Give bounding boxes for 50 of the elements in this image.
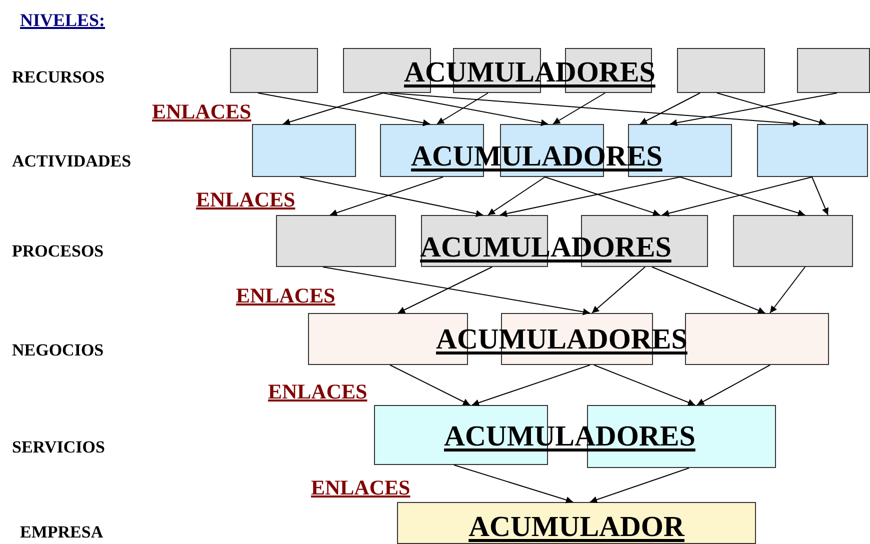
- arrow: [652, 266, 766, 314]
- arrow: [398, 266, 492, 314]
- empty-box: [677, 48, 765, 93]
- arrow: [500, 176, 680, 217]
- empty-box: [685, 313, 829, 365]
- arrow: [382, 92, 548, 126]
- arrow: [696, 364, 770, 406]
- level-label: RECURSOS: [12, 68, 105, 86]
- link-label: ENLACES: [236, 286, 336, 306]
- arrow: [590, 468, 690, 504]
- arrow: [670, 92, 838, 126]
- empty-box: [797, 48, 870, 93]
- arrow: [282, 92, 384, 126]
- level-label: SERVICIOS: [12, 438, 105, 456]
- empty-box: [276, 215, 396, 267]
- arrow: [770, 266, 806, 314]
- arrow: [594, 364, 696, 406]
- arrow: [454, 464, 574, 504]
- arrow: [436, 92, 488, 124]
- arrow: [544, 176, 660, 216]
- arrow: [552, 92, 606, 124]
- arrow: [812, 176, 828, 216]
- link-label: ENLACES: [196, 190, 296, 210]
- arrow: [322, 266, 590, 316]
- arrow: [488, 176, 546, 216]
- link-label: ENLACES: [152, 102, 252, 122]
- level-label: ACTIVIDADES: [12, 152, 132, 170]
- empty-box: [757, 124, 868, 177]
- link-label: ENLACES: [311, 478, 410, 498]
- accumulator-box: [397, 502, 756, 544]
- arrow: [330, 176, 444, 216]
- arrow: [592, 266, 646, 314]
- arrow: [390, 364, 470, 406]
- arrow: [662, 176, 812, 217]
- level-label: EMPRESA: [20, 524, 104, 540]
- arrow: [680, 176, 806, 216]
- arrow: [716, 92, 826, 126]
- arrow: [640, 92, 700, 124]
- arrow: [258, 92, 430, 126]
- empty-box: [252, 124, 356, 177]
- arrow: [472, 364, 590, 406]
- level-label: PROCESOS: [12, 242, 104, 260]
- accumulator-label: ACUMULADOR: [468, 512, 684, 542]
- link-label: ENLACES: [268, 382, 368, 402]
- level-label: NEGOCIOS: [12, 342, 104, 358]
- empty-box: [733, 215, 853, 267]
- empty-box: [230, 48, 318, 93]
- heading: NIVELES:: [20, 11, 106, 29]
- arrow: [300, 176, 484, 217]
- arrow: [390, 92, 800, 127]
